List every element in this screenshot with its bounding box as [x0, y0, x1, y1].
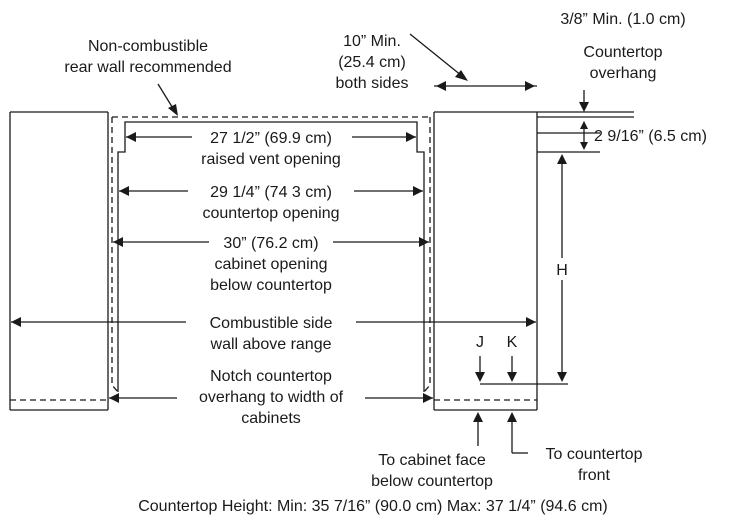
left-cabinet [9, 111, 109, 411]
cabinet-caption-line1: cabinet opening [215, 256, 328, 273]
cabinet-face-line2: below countertop [371, 473, 493, 490]
h-label: H [556, 262, 568, 279]
k-label: K [507, 334, 518, 351]
raised-vent-dimension: 27 1/2” (69.9 cm) raised vent opening [126, 126, 416, 168]
h-dimension: H [552, 154, 572, 382]
side-wall-line2: wall above range [210, 336, 332, 353]
rear-wall-line2: rear wall recommended [64, 59, 231, 76]
notch-line1: Notch countertop [210, 368, 332, 385]
cabinet-dimension-label: 30” (76.2 cm) [223, 235, 318, 252]
countertop-front-line1: To countertop [546, 446, 643, 463]
j-k-markers: J K [475, 334, 518, 382]
notch-line2: overhang to width of [199, 389, 344, 406]
side-clearance-line3: both sides [336, 75, 409, 92]
j-label: J [476, 334, 484, 351]
countertop-front-callout: To countertop front [507, 412, 643, 484]
rear-wall-label: Non-combustible rear wall recommended [64, 38, 232, 116]
overhang-line3: overhang [590, 65, 657, 82]
side-clearance-line1: 10” Min. [343, 33, 401, 50]
cabinet-opening-dimension: 30” (76.2 cm) cabinet opening below coun… [113, 231, 429, 294]
notch-line3: cabinets [241, 410, 301, 427]
cabinet-face-line1: To cabinet face [378, 452, 486, 469]
overhang-line1: 3/8” Min. (1.0 cm) [560, 11, 685, 28]
notch-countertop-dimension: Notch countertop overhang to width of ca… [109, 368, 433, 427]
side-wall-dimension: Combustible side wall above range [11, 311, 536, 353]
vent-offset-dimension: 2 9/16” (6.5 cm) [580, 121, 707, 150]
countertop-opening-dimension: 29 1/4” (74 3 cm) countertop opening [119, 180, 423, 222]
countertop-caption: countertop opening [203, 205, 340, 222]
countertop-overhang-callout: 3/8” Min. (1.0 cm) Countertop overhang [560, 11, 686, 112]
side-clearance-line2: (25.4 cm) [338, 54, 406, 71]
cabinet-caption-line2: below countertop [210, 277, 332, 294]
right-cabinet [433, 111, 538, 411]
vent-caption: raised vent opening [201, 151, 341, 168]
overhang-reference-lines [480, 111, 634, 385]
vent-dimension-label: 27 1/2” (69.9 cm) [210, 130, 332, 147]
countertop-dimension-label: 29 1/4” (74 3 cm) [210, 184, 332, 201]
side-clearance-callout: 10” Min. (25.4 cm) both sides [336, 33, 537, 92]
countertop-height-note: Countertop Height: Min: 35 7/16” (90.0 c… [138, 498, 608, 515]
rear-wall-line1: Non-combustible [88, 38, 208, 55]
vent-offset-label: 2 9/16” (6.5 cm) [594, 128, 707, 145]
side-wall-line1: Combustible side [210, 315, 333, 332]
countertop-front-line2: front [578, 467, 611, 484]
overhang-line2: Countertop [583, 44, 662, 61]
cabinet-face-callout: To cabinet face below countertop [371, 412, 493, 490]
